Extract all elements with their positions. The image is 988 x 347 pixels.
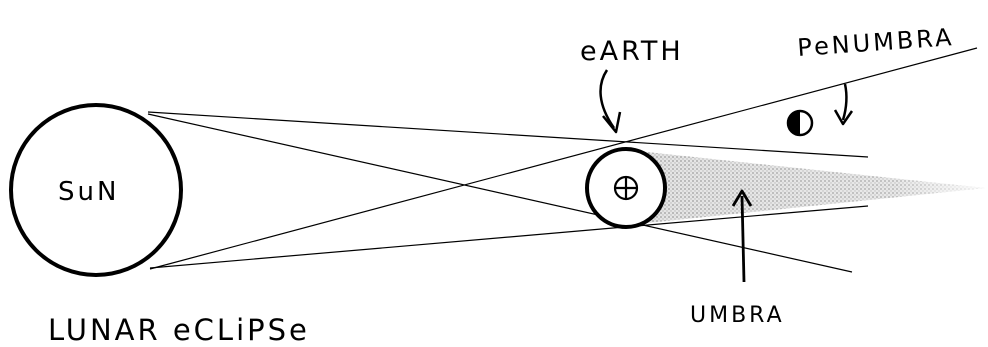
- earth-arrow: [601, 70, 620, 132]
- penumbra-ray-upper: [150, 48, 977, 269]
- umbra-label: UMBRA: [690, 303, 785, 328]
- earth-cross-symbol: [615, 177, 637, 199]
- umbra-ray-lower: [150, 206, 868, 268]
- penumbra-arrow: [835, 84, 852, 124]
- umbra-shadow: [628, 150, 985, 225]
- earth-body: [587, 149, 665, 227]
- half-moon-symbol: [788, 111, 812, 135]
- sun-label: SuN: [58, 177, 119, 207]
- umbra-ray-upper: [148, 112, 868, 157]
- earth-label: eARTH: [580, 36, 684, 67]
- penumbra-label: PeNUMBRA: [796, 23, 955, 62]
- diagram-caption: LUNAR eCLiPSe: [48, 313, 310, 347]
